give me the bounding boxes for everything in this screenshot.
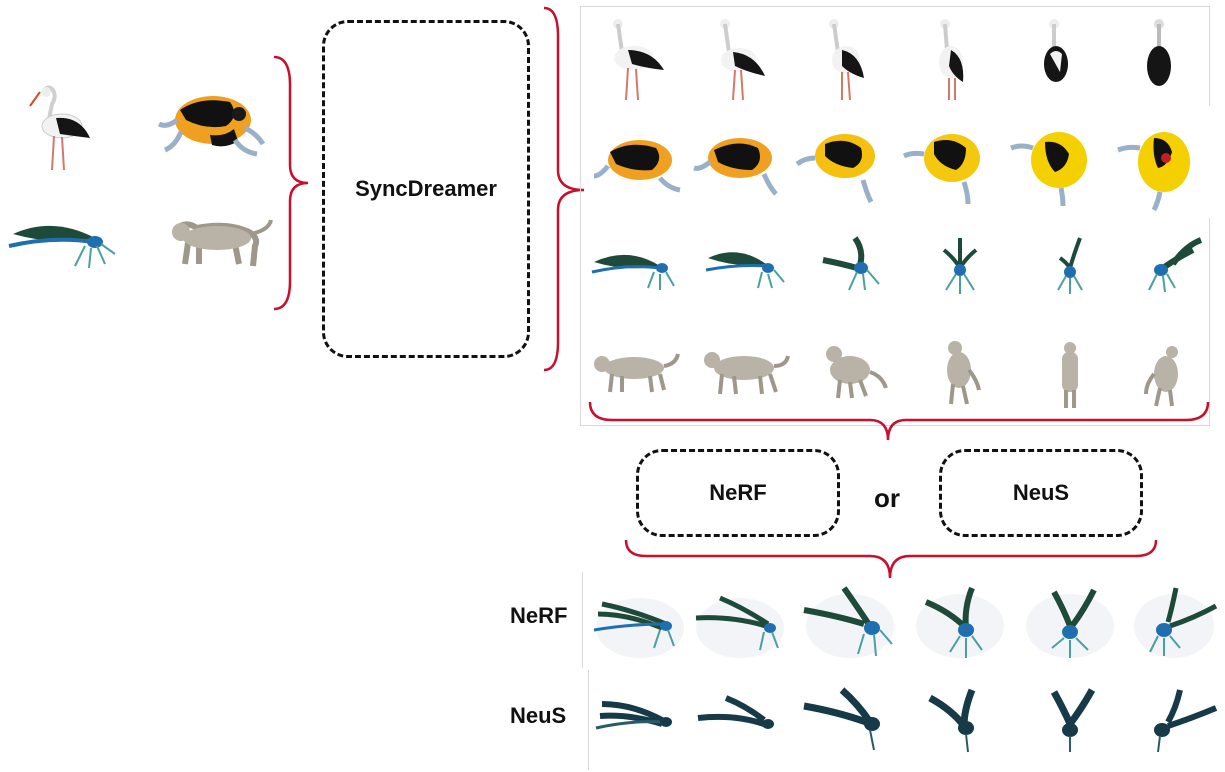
nerf-view-1	[593, 598, 684, 658]
syncdreamer-label: SyncDreamer	[355, 176, 497, 201]
input-stork-image	[29, 85, 90, 171]
view-row-dragonfly	[590, 234, 1210, 304]
syncdreamer-box: SyncDreamer	[322, 20, 530, 358]
nerf-view-3	[803, 586, 894, 658]
stork-view-5	[1044, 19, 1068, 82]
dragonfly-view-3	[822, 236, 880, 291]
frog-view-6	[1117, 132, 1190, 212]
dragonfly-view-5	[1057, 237, 1083, 294]
neus-view-5	[1050, 688, 1096, 752]
nerf-view-6	[1134, 587, 1218, 658]
frog-view-2	[693, 138, 778, 196]
row-label-nerf: NeRF	[510, 603, 568, 628]
nerf-box: NeRF	[636, 449, 840, 537]
stork-view-6	[1147, 19, 1171, 86]
neus-view-2	[697, 695, 774, 729]
neus-view-1	[595, 701, 672, 730]
dragonfly-view-6	[1148, 237, 1203, 293]
input-leopard-image	[172, 219, 273, 267]
neus-box: NeuS	[939, 449, 1143, 537]
dragonfly-view-1	[591, 254, 675, 290]
neus-view-3	[803, 687, 880, 751]
neus-view-4	[928, 688, 976, 753]
leopard-view-1	[594, 353, 680, 393]
stork-view-1	[613, 19, 664, 101]
nerf-view-2	[695, 595, 784, 658]
stork-view-2	[720, 19, 765, 101]
leopard-view-4	[947, 341, 981, 405]
recon-brace	[624, 539, 1158, 579]
frog-view-5	[1010, 132, 1087, 207]
frog-view-1	[593, 140, 681, 193]
stork-view-3	[829, 19, 864, 101]
leopard-view-6	[1144, 346, 1178, 407]
dragonfly-view-2	[705, 252, 785, 289]
grid-brace	[588, 401, 1210, 441]
input-frog-image	[157, 96, 265, 157]
view-row-frog	[590, 118, 1210, 218]
stork-view-4	[939, 19, 964, 100]
neus-box-label: NeuS	[1012, 480, 1070, 505]
input-dragonfly-image	[8, 225, 116, 269]
leopard-view-2	[704, 352, 790, 395]
output-brace	[543, 6, 585, 372]
leopard-view-3	[826, 346, 888, 399]
recon-row-neus	[590, 680, 1220, 770]
input-images	[0, 70, 290, 290]
view-row-leopard	[590, 340, 1210, 412]
input-brace	[273, 55, 309, 311]
multiview-grid	[580, 6, 1210, 426]
frog-view-4	[902, 134, 980, 205]
or-label: or	[874, 483, 900, 513]
recon-row-nerf	[590, 580, 1220, 670]
nerf-view-4	[916, 586, 1004, 658]
dragonfly-view-4	[942, 238, 978, 294]
view-row-stork	[590, 14, 1210, 106]
nerf-box-label: NeRF	[709, 480, 767, 505]
leopard-view-5	[1062, 342, 1078, 408]
nerf-view-5	[1026, 588, 1114, 658]
frog-view-3	[795, 134, 875, 204]
neus-view-6	[1154, 689, 1218, 753]
row-label-neus: NeuS	[510, 703, 567, 728]
